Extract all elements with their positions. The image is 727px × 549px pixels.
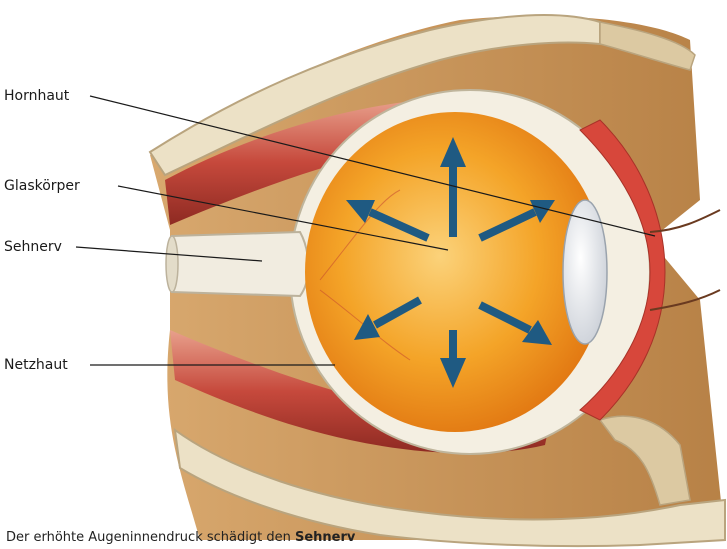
caption: Der erhöhte Augeninnendruck schädigt den… (6, 528, 355, 549)
caption-bold: Sehnerv (295, 530, 355, 545)
label-optic-nerve: Sehnerv (4, 239, 62, 255)
optic-nerve (166, 232, 308, 296)
label-cornea: Hornhaut (4, 88, 69, 104)
label-retina: Netzhaut (4, 357, 68, 373)
label-vitreous: Glaskörper (4, 178, 80, 194)
caption-text: Der erhöhte Augeninnendruck schädigt den (6, 530, 295, 545)
